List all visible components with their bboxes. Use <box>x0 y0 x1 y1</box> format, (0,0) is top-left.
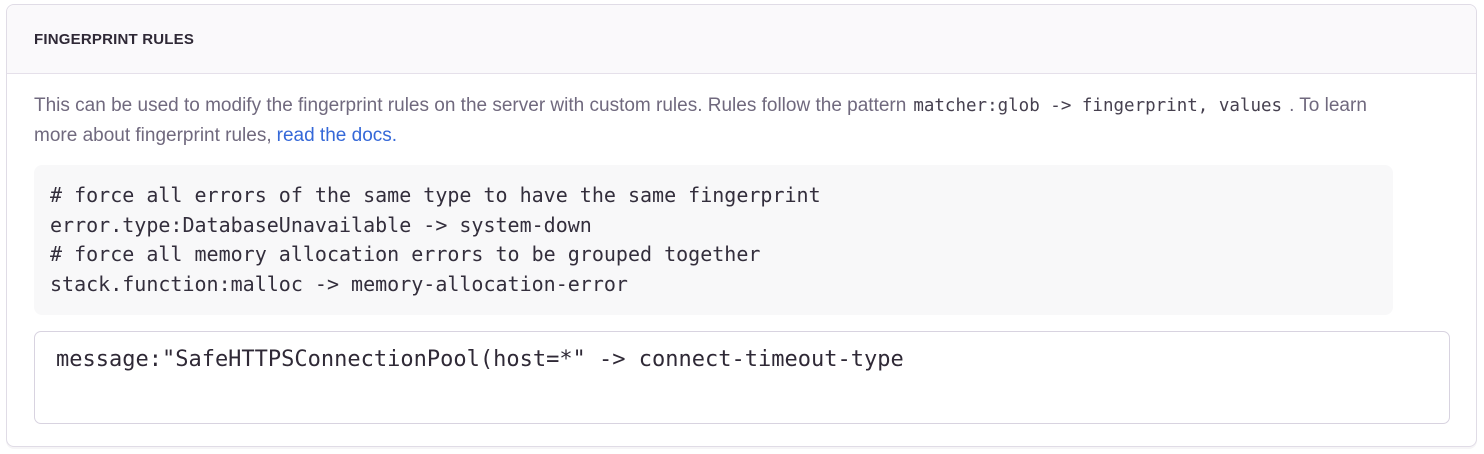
panel-header: FINGERPRINT RULES <box>7 5 1476 74</box>
field-help-text: This can be used to modify the fingerpri… <box>34 91 1410 150</box>
pattern-inline-code: matcher:glob -> fingerprint, values <box>913 96 1283 116</box>
fingerprint-rules-panel: FINGERPRINT RULES This can be used to mo… <box>6 4 1477 447</box>
help-text-before: This can be used to modify the fingerpri… <box>34 95 907 116</box>
read-the-docs-link[interactable]: read the docs. <box>276 125 398 146</box>
help-text-after: . To learn more about fingerprint rules, <box>34 95 1367 146</box>
example-rules-code-block: # force all errors of the same type to h… <box>34 165 1393 315</box>
fingerprint-rules-textarea[interactable]: message:"SafeHTTPSConnectionPool(host=*"… <box>34 331 1450 424</box>
panel-title: FINGERPRINT RULES <box>34 30 195 48</box>
panel-body: This can be used to modify the fingerpri… <box>7 74 1476 450</box>
